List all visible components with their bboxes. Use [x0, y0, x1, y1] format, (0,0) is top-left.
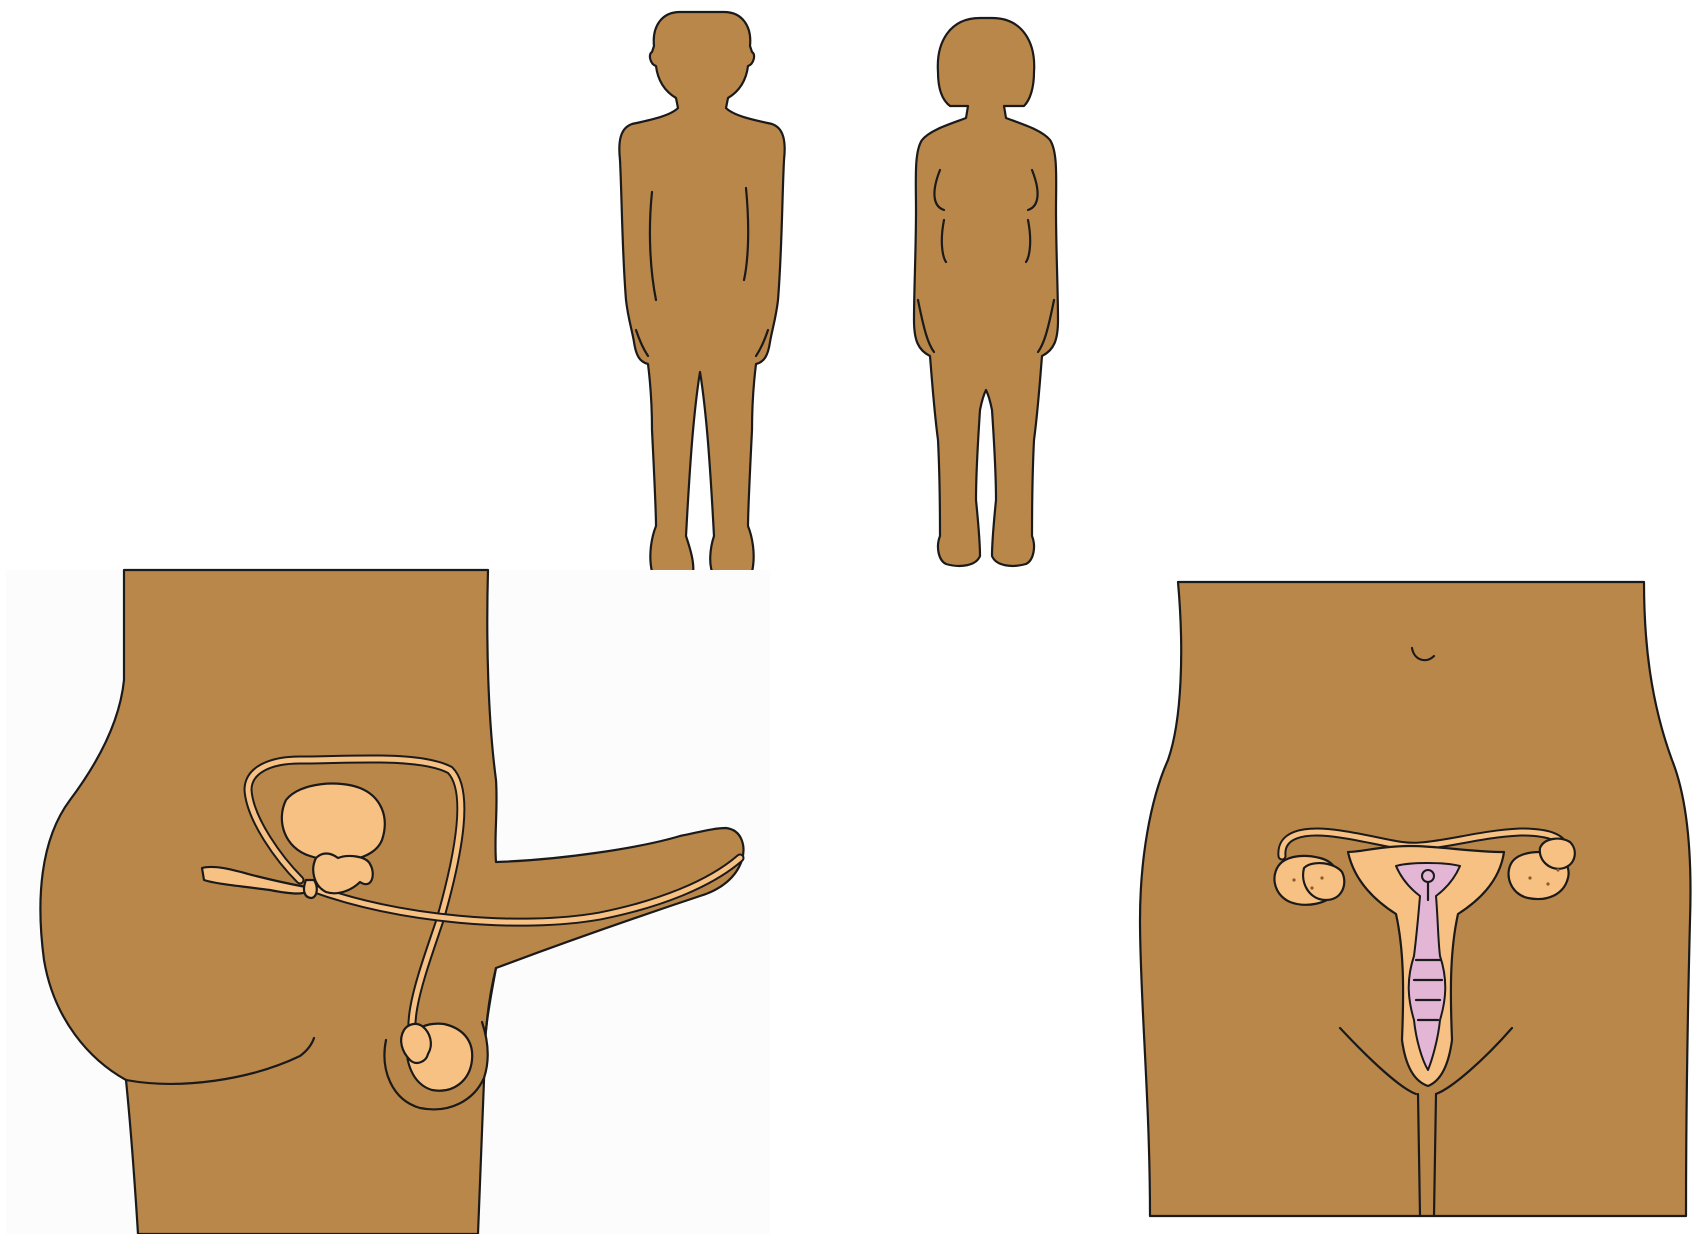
- male-silhouette: [619, 12, 784, 581]
- bladder: [282, 784, 385, 861]
- ovary-follicle-dot: [1320, 876, 1323, 879]
- ovary-follicle-dot: [1310, 886, 1313, 889]
- male-reproductive-system: [6, 570, 770, 1234]
- female-body: [914, 18, 1058, 566]
- male-body: [619, 12, 784, 581]
- ovary-follicle-dot: [1556, 868, 1559, 871]
- cervix-opening: [1422, 870, 1434, 882]
- seminal-vesicle: [304, 880, 317, 898]
- female-silhouette: [914, 18, 1058, 566]
- ovary-right-lobe: [1540, 839, 1575, 869]
- ovary-follicle-dot: [1292, 878, 1295, 881]
- female-reproductive-system: [1140, 582, 1690, 1216]
- ovary-follicle-dot: [1546, 882, 1549, 885]
- ovary-follicle-dot: [1528, 876, 1531, 879]
